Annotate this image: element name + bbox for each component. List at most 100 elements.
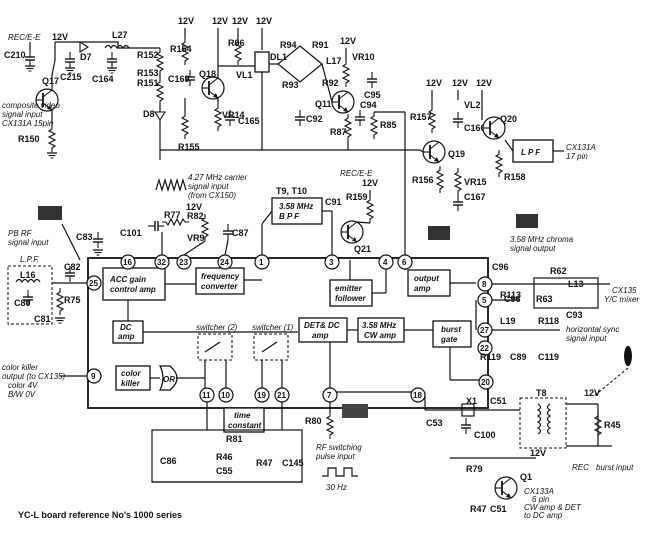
supply-label: 12V <box>340 36 356 46</box>
chroma-annotation: 3.58 MHz chroma signal output <box>510 235 574 253</box>
inductor <box>15 278 41 284</box>
inductor-label: L19 <box>500 316 516 326</box>
resistor-label: R119 <box>480 352 501 362</box>
supply-label: 12V <box>232 16 248 26</box>
pin: 18 <box>410 387 426 403</box>
svg-text:CW amp & DET: CW amp & DET <box>524 503 582 512</box>
supply-label: 12V <box>186 202 202 212</box>
capacitor-label: C83 <box>76 232 93 242</box>
supply-label: 12V <box>584 388 600 398</box>
diode-label: D8 <box>143 109 155 119</box>
capacitor-label: C167 <box>464 192 486 202</box>
capacitor-label: C91 <box>325 197 342 207</box>
dc-amp-block: DC amp <box>112 320 144 344</box>
supply-label: 12V <box>178 16 194 26</box>
acc-gain-control-amp: ACC gain control amp <box>102 267 166 301</box>
capacitor-label: C95 <box>364 90 381 100</box>
capacitor-label: C82 <box>64 262 81 272</box>
svg-text:7: 7 <box>327 391 332 400</box>
svg-text:27: 27 <box>480 326 489 335</box>
inductor <box>104 44 130 50</box>
inductor-label: L16 <box>20 270 36 280</box>
rec-ee-label: REC/E-E <box>340 169 373 178</box>
inductor-label: L27 <box>112 30 128 40</box>
svg-text:amp: amp <box>414 284 431 293</box>
capacitor-label: C53 <box>426 418 443 428</box>
resistor-label: R113 <box>500 290 521 300</box>
variable-resistor-label: VR10 <box>352 52 375 62</box>
resistor-label: R159 <box>346 192 368 202</box>
pin: 27 <box>477 322 493 338</box>
capacitor-label: C89 <box>510 352 527 362</box>
svg-text:PB RF: PB RF <box>8 229 33 238</box>
svg-text:11: 11 <box>202 391 211 400</box>
transistor <box>340 220 364 244</box>
resistor-label: R118 <box>538 316 559 326</box>
capacitor-label: C51 <box>490 504 507 514</box>
pin: 22 <box>477 340 493 356</box>
lpf-dashed-box <box>7 265 53 325</box>
capacitor-label: C215 <box>60 72 82 82</box>
pin: 25 <box>86 275 102 291</box>
resistor-label: R47 <box>470 504 487 514</box>
pin: 6 <box>397 254 413 270</box>
variable-resistor-label: VL2 <box>464 100 481 110</box>
resistor-label: R92 <box>322 78 339 88</box>
svg-text:REC: REC <box>572 463 589 472</box>
svg-text:32: 32 <box>157 258 166 267</box>
transistor <box>331 90 355 114</box>
inductor-label: L13 <box>568 279 584 289</box>
svg-text:B/W 0V: B/W 0V <box>8 390 36 399</box>
crystal-label: X1 <box>466 396 477 406</box>
chroma-coil <box>516 214 538 228</box>
capacitor-label: C165 <box>238 116 260 126</box>
capacitor-label: C119 <box>538 352 559 362</box>
resistor-label: R93 <box>282 80 299 90</box>
frequency-converter-block: frequency converter <box>195 267 245 295</box>
diode-label: D7 <box>80 52 92 62</box>
resistor-label: R63 <box>536 294 553 304</box>
pin: 3 <box>324 254 340 270</box>
transistor-label: Q19 <box>448 149 465 159</box>
svg-text:time: time <box>234 411 251 420</box>
capacitor-label: C86 <box>160 456 177 466</box>
svg-text:25: 25 <box>89 279 98 288</box>
svg-text:burst: burst <box>441 325 461 334</box>
pin: 4 <box>378 254 394 270</box>
pin: 19 <box>254 387 270 403</box>
color-killer-annotation: color killer output (to CX135) color 4V … <box>2 363 65 399</box>
resistor-label: R152 <box>137 50 159 60</box>
signal-marker <box>624 346 632 366</box>
cx133a-annotation: CX133A 6 pin CW amp & DET to DC amp <box>524 487 582 520</box>
capacitor-label: C164 <box>92 74 114 84</box>
svg-text:3.58 MHz chroma: 3.58 MHz chroma <box>510 235 574 244</box>
transformer-label: T8 <box>536 388 547 398</box>
svg-text:ACC gain: ACC gain <box>109 275 146 284</box>
svg-text:CX131A 15pin: CX131A 15pin <box>2 119 54 128</box>
resistor-label: R81 <box>226 434 243 444</box>
svg-text:signal output: signal output <box>510 244 556 253</box>
inductor <box>536 403 542 435</box>
transistor <box>494 476 518 500</box>
color-killer-block: color killer <box>115 365 151 391</box>
svg-text:CX135: CX135 <box>612 286 637 295</box>
svg-text:18: 18 <box>413 391 422 400</box>
pin: 8 <box>477 276 493 292</box>
svg-text:signal input: signal input <box>8 238 49 247</box>
resistor-label: R150 <box>18 134 40 144</box>
svg-text:5: 5 <box>482 296 487 305</box>
svg-text:21: 21 <box>277 391 286 400</box>
svg-text:3.58 MHz: 3.58 MHz <box>362 321 396 330</box>
resistor-label: R153 <box>137 68 159 78</box>
capacitor-label: C87 <box>232 228 249 238</box>
cw-amp-block: 3.58 MHz CW amp <box>357 317 405 343</box>
svg-text:pulse input: pulse input <box>315 452 355 461</box>
capacitor-label: C169 <box>168 74 190 84</box>
transistor <box>201 76 225 100</box>
resistor-label: R96 <box>228 38 245 48</box>
svg-text:CW amp: CW amp <box>364 331 396 340</box>
lpf-label: L.P.F. <box>20 255 39 264</box>
or-gate: OR <box>158 365 178 391</box>
30hz-label: 30 Hz <box>326 483 347 492</box>
